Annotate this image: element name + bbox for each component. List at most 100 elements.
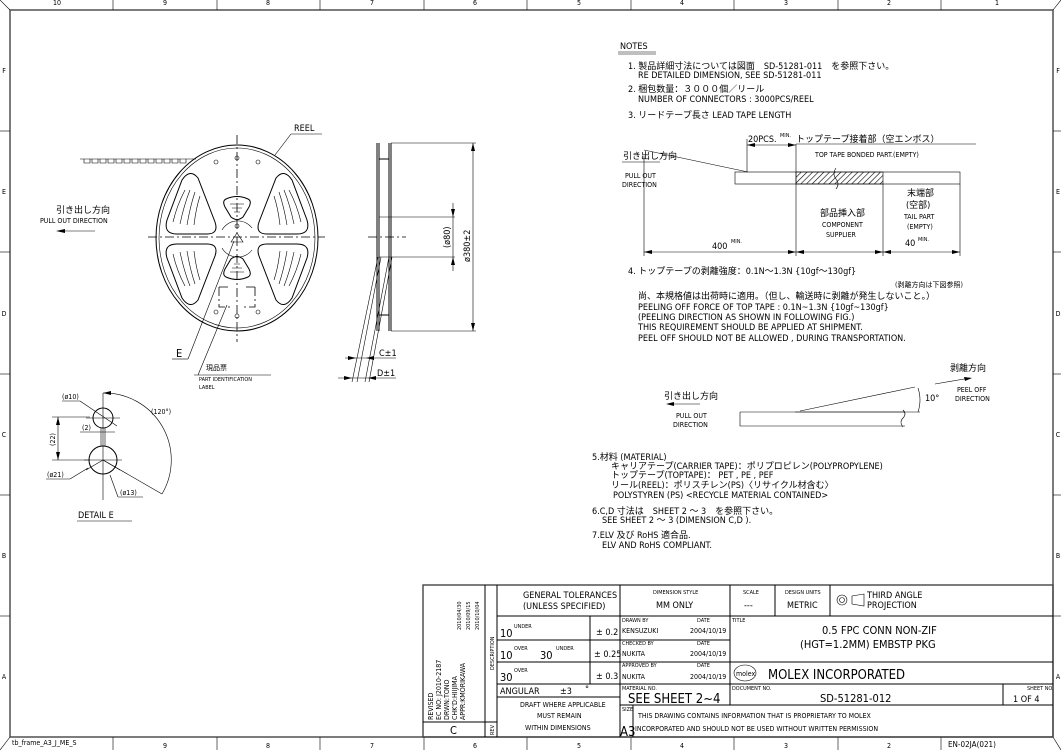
reel-front-view: REEL 引き出し方向 PULL OUT DIRECTION E 現品票 PAR… — [40, 124, 325, 391]
drawn-date: 2004/10/19 — [690, 627, 726, 635]
tape-pull-jp: 引き出し方向 — [623, 150, 677, 162]
third-angle-projection-icon — [836, 593, 865, 607]
note-4-en2: (PEELING DIRECTION AS SHOWN IN FOLLOWING… — [638, 313, 854, 323]
rev-date: 2010/09/15 — [466, 601, 472, 630]
projection-1: THIRD ANGLE — [866, 591, 922, 601]
col-label: 7 — [370, 0, 374, 7]
row-label: C — [1056, 431, 1061, 439]
scale-label: SCALE — [743, 590, 759, 596]
peel-angle: 10° — [925, 394, 939, 404]
peel-dir-jp: 剥離方向 — [950, 362, 986, 374]
col-label: 8 — [266, 742, 270, 750]
checked-by: NUKITA — [622, 650, 646, 658]
row-label: B — [2, 552, 6, 560]
row-label: A — [1056, 673, 1061, 681]
template-name: tb_frame_A3_J_ME_S — [12, 739, 76, 747]
dim-style-label: DIMENSION STYLE — [653, 590, 698, 596]
min-label: MIN. — [731, 239, 742, 245]
proprietary-notice-2: INCORPORATED AND SHOULD NOT BE USED WITH… — [635, 725, 878, 733]
drawing-title-1: 0.5 FPC CONN NON-ZIF — [822, 624, 937, 637]
id-label-jp: 現品票 — [206, 364, 227, 372]
col-label: 4 — [680, 742, 684, 750]
checked-date: 2004/10/19 — [690, 650, 726, 658]
reel-pull-en: PULL OUT DIRECTION — [40, 217, 108, 225]
outer-diameter: ø380±2 — [463, 230, 473, 262]
row-label: A — [2, 673, 7, 681]
title-block: REVISED EC NO: J2010-2187 DRWN:TONO CHK'… — [422, 584, 1054, 740]
detail-d10: (ø10) — [62, 393, 79, 401]
svg-text:molex: molex — [736, 670, 755, 678]
reel-side-view: (ø80) ø380±2 C±1 D±1 — [338, 142, 476, 383]
note-4-jp2: 尚、本規格値は出荷時に適用。（但し、輸送時に剥離が発生しないこと。） — [638, 290, 935, 302]
notes: NOTES 1. 製品詳細寸法については図面 SD-51281-011 を参照下… — [592, 42, 963, 551]
tol-row-a: 10 — [500, 649, 513, 662]
detail-h22: (22) — [49, 433, 57, 446]
drawn-by-rev: DRWN:TONO — [443, 679, 451, 720]
proprietary-notice-1: THIS DRAWING CONTAINS INFORMATION THAT I… — [637, 712, 872, 720]
sheet-label: SHEET NO. — [1027, 686, 1054, 692]
tol-row-b: 30 — [540, 649, 553, 662]
top-tape-en: TOP TAPE BONDED PART.(EMPTY) — [814, 151, 919, 159]
rev-label: REV — [490, 724, 496, 735]
note-4-en4: PEEL OFF SHOULD NOT BE ALLOWED , DURING … — [638, 334, 906, 344]
hatched-tape — [795, 171, 884, 185]
tol-row-value: ± 0.2 — [596, 628, 618, 638]
note-3: 3. リードテープ長さ LEAD TAPE LENGTH — [628, 110, 791, 121]
peel-dir-en2: DIRECTION — [955, 395, 990, 403]
dim-c: C±1 — [379, 349, 397, 359]
note-2-en: NUMBER OF CONNECTORS : 3000PCS/REEL — [638, 95, 814, 105]
checked-by-label: CHECKED BY — [622, 641, 655, 647]
peel-pull-en1: PULL OUT — [676, 412, 707, 420]
peel-dir-en1: PEEL OFF — [957, 386, 987, 394]
tail-jp1: 末端部 — [907, 187, 934, 199]
peel-pull-jp: 引き出し方向 — [664, 390, 718, 402]
reel-label: REEL — [294, 124, 315, 134]
note-4-ref: (剥離方向は下図参照) — [895, 280, 963, 289]
angular-tol: ±3 — [560, 687, 572, 697]
date-label: DATE — [697, 663, 710, 669]
document-label: DOCUMENT NO. — [732, 686, 772, 692]
tol-row-b-sup: UNDER — [556, 646, 574, 652]
draft-note: MUST REMAIN — [537, 712, 582, 720]
description-label: DESCRIPTION — [490, 636, 496, 670]
drawing-title-2: (HGT=1.2MM) EMBSTP PKG — [800, 638, 936, 651]
angular-unit: ° — [585, 685, 589, 695]
hub-diameter: (ø80) — [443, 226, 453, 248]
note-4-en3: THIS REQUIREMENT SHOULD BE APPLIED AT SH… — [637, 323, 863, 333]
document-no: SD-51281-012 — [820, 692, 891, 705]
tol-row-a: 10 — [500, 627, 513, 640]
design-units: METRIC — [787, 601, 818, 611]
row-label: C — [2, 431, 7, 439]
approved-by-rev: APPR:KMORIKAWA — [459, 662, 467, 720]
tolerance-title: GENERAL TOLERANCES — [523, 591, 617, 601]
row-label: E — [1056, 188, 1060, 196]
row-label: E — [2, 188, 6, 196]
row-label: F — [2, 67, 6, 75]
note-5-line: POLYSTYREN (PS) <RECYCLE MATERIAL CONTAI… — [613, 491, 828, 501]
checked-by-rev: CHK'D:HIIJIMA — [451, 675, 459, 720]
top-tape-jp: トップテープ接着部（空エンボス） — [796, 133, 939, 145]
col-label: 7 — [370, 742, 374, 750]
id-label-en1: PART IDENTIFICATION — [199, 377, 252, 383]
tol-row-a-sup: UNDER — [514, 624, 532, 630]
detail-e: (ø10) (2) (22) (120°) (ø21) (ø13) DETAIL… — [46, 391, 172, 522]
tol-row-a: 30 — [500, 671, 513, 684]
detail-e-callout: E — [176, 347, 182, 360]
detail-w2: (2) — [82, 424, 91, 432]
note-4-en1: PEELING OFF FORCE OF TOP TAPE : 0.1N~1.3… — [638, 303, 889, 313]
projection-2: PROJECTION — [867, 601, 917, 611]
tol-row-value: ± 0.3 — [596, 672, 618, 682]
note-6-en: SEE SHEET 2 ～ 3 (DIMENSION C,D ). — [602, 516, 751, 526]
ec-number: EC NO: J2010-2187 — [435, 660, 443, 720]
min-label: MIN. — [780, 133, 791, 139]
tol-row-a-sup: OVER — [514, 646, 528, 652]
tol-row-a-sup: OVER — [514, 668, 528, 674]
col-label: 3 — [784, 742, 788, 750]
tape-pull-en1: PULL OUT — [625, 172, 656, 180]
note-5-head: 5.材料 (MATERIAL) — [592, 451, 667, 463]
notes-heading: NOTES — [620, 42, 648, 52]
tail-jp2: (空部) — [906, 199, 930, 211]
row-label: F — [1056, 67, 1060, 75]
col-label: 9 — [163, 0, 167, 7]
